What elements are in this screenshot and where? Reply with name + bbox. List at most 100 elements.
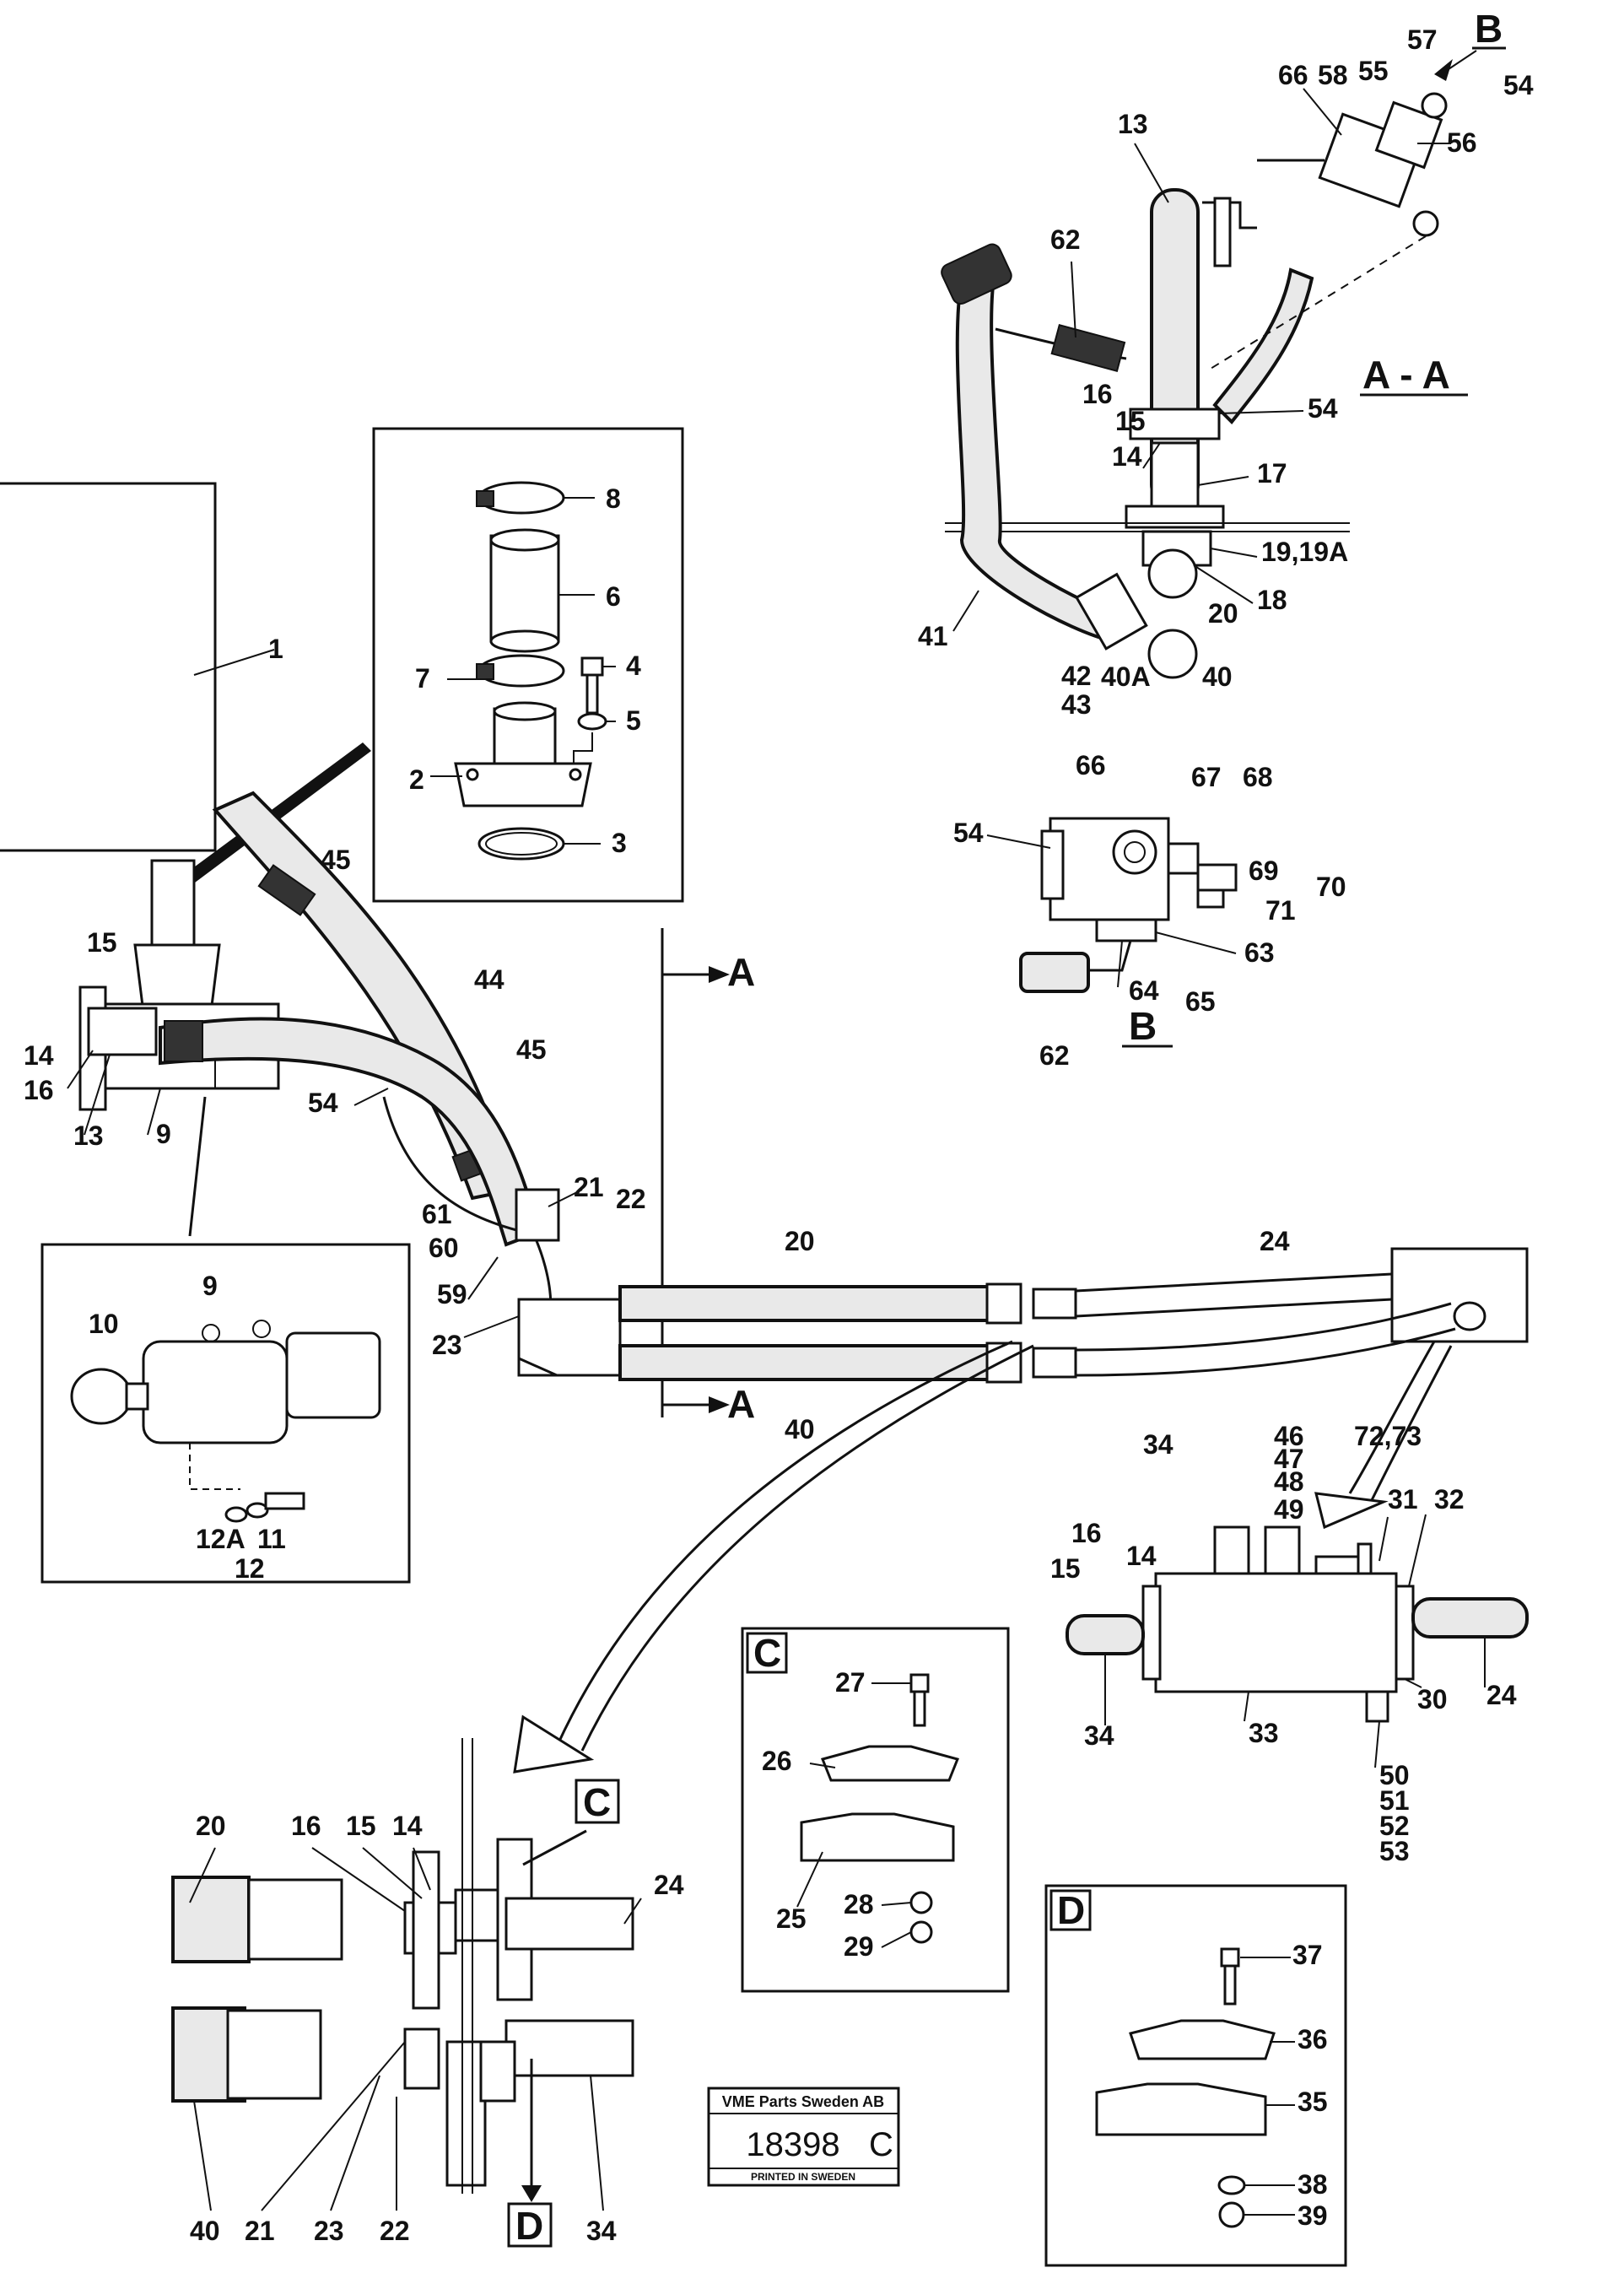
section-a-top: A xyxy=(727,950,755,994)
label-66-top: 66 xyxy=(1278,60,1308,90)
label-60: 60 xyxy=(429,1233,459,1263)
label-13-aa: 13 xyxy=(1118,109,1148,139)
label-16-coupling: 16 xyxy=(291,1811,321,1841)
label-30: 30 xyxy=(1417,1684,1448,1714)
label-56: 56 xyxy=(1447,127,1477,158)
coupling-detail xyxy=(171,1738,634,2202)
detail-d xyxy=(1044,1884,1347,2267)
plate-title: VME Parts Sweden AB xyxy=(722,2093,884,2110)
label-24-pipe: 24 xyxy=(1260,1226,1290,1256)
section-b-top: B xyxy=(1475,7,1503,51)
label-19-19a: 19,19A xyxy=(1261,537,1348,567)
detail-c-callout: C xyxy=(583,1780,611,1824)
label-68: 68 xyxy=(1243,762,1273,792)
label-40-aa: 40 xyxy=(1202,661,1233,692)
label-34-coupling: 34 xyxy=(586,2216,617,2246)
hose-routing xyxy=(159,791,583,1325)
plate-number: 18398 xyxy=(746,2126,839,2163)
label-66-viewb: 66 xyxy=(1076,750,1106,780)
label-69: 69 xyxy=(1249,856,1279,886)
label-1: 1 xyxy=(268,634,283,664)
pump-detail xyxy=(40,1243,411,1584)
label-71: 71 xyxy=(1265,895,1296,926)
label-42: 42 xyxy=(1061,661,1092,691)
label-8: 8 xyxy=(606,483,621,514)
label-54-viewb: 54 xyxy=(953,818,984,848)
label-51: 51 xyxy=(1379,1785,1410,1816)
label-61: 61 xyxy=(422,1199,452,1229)
label-7: 7 xyxy=(415,663,430,694)
label-9-detail: 9 xyxy=(202,1271,218,1301)
label-15-valve: 15 xyxy=(1050,1553,1081,1584)
plate-suffix: C xyxy=(869,2126,893,2163)
part-number-plate: VME Parts Sweden AB 18398 C PRINTED IN S… xyxy=(707,2087,900,2187)
label-34-pipe: 34 xyxy=(1143,1429,1173,1460)
label-14-aa: 14 xyxy=(1112,441,1142,472)
label-16-aa: 16 xyxy=(1082,379,1113,409)
label-21-coupling: 21 xyxy=(245,2216,275,2246)
label-16-pump: 16 xyxy=(24,1075,54,1105)
label-36: 36 xyxy=(1298,2024,1328,2054)
label-44: 44 xyxy=(474,964,504,995)
label-18: 18 xyxy=(1257,585,1287,615)
valve-b-top xyxy=(1206,50,1477,372)
label-11: 11 xyxy=(257,1524,286,1554)
label-4: 4 xyxy=(626,651,641,681)
label-40-pipe: 40 xyxy=(785,1414,815,1444)
section-aa-title: A - A xyxy=(1362,353,1450,397)
label-45-top: 45 xyxy=(321,845,351,875)
label-59: 59 xyxy=(437,1279,467,1309)
label-20-aa: 20 xyxy=(1208,598,1238,629)
label-46: 46 xyxy=(1274,1421,1304,1451)
label-62-viewb: 62 xyxy=(1039,1040,1070,1071)
label-54-hose: 54 xyxy=(308,1088,338,1118)
label-15-pump: 15 xyxy=(87,927,117,958)
label-20-pipe: 20 xyxy=(785,1226,815,1256)
label-10: 10 xyxy=(89,1309,119,1339)
label-14-coupling: 14 xyxy=(392,1811,423,1841)
label-28: 28 xyxy=(844,1889,874,1919)
section-letters: A A A - A B B C C D D xyxy=(507,7,1506,2248)
label-33: 33 xyxy=(1249,1718,1279,1748)
label-70: 70 xyxy=(1316,872,1346,902)
label-23-valve: 23 xyxy=(432,1330,462,1360)
label-62-aa: 62 xyxy=(1050,224,1081,255)
main-pipes xyxy=(513,1247,1529,1774)
label-6: 6 xyxy=(606,581,621,612)
section-line-a xyxy=(661,928,730,1417)
label-35: 35 xyxy=(1298,2087,1328,2117)
label-25: 25 xyxy=(776,1903,807,1934)
label-64: 64 xyxy=(1129,975,1159,1006)
label-39: 39 xyxy=(1298,2200,1328,2231)
label-16-valve: 16 xyxy=(1071,1518,1102,1548)
label-23-coupling: 23 xyxy=(314,2216,344,2246)
label-27: 27 xyxy=(835,1667,866,1698)
leader-lines xyxy=(67,88,1486,2216)
label-45-mid: 45 xyxy=(516,1034,547,1065)
label-2: 2 xyxy=(409,764,424,795)
label-31: 31 xyxy=(1388,1484,1418,1514)
label-38: 38 xyxy=(1298,2169,1328,2200)
label-3: 3 xyxy=(612,828,627,858)
section-a-bottom: A xyxy=(727,1382,755,1426)
detail-d-callout: D xyxy=(515,2204,543,2248)
label-58: 58 xyxy=(1318,60,1348,90)
label-50: 50 xyxy=(1379,1760,1410,1790)
label-5: 5 xyxy=(626,705,641,736)
label-12: 12 xyxy=(235,1553,265,1584)
label-37: 37 xyxy=(1292,1940,1323,1970)
label-57: 57 xyxy=(1407,24,1438,55)
label-40-coupling: 40 xyxy=(190,2216,220,2246)
label-24-valve: 24 xyxy=(1486,1680,1517,1710)
label-72-73: 72,73 xyxy=(1354,1421,1422,1451)
label-15-aa: 15 xyxy=(1115,406,1146,436)
valve-33 xyxy=(1066,1525,1529,1723)
label-43: 43 xyxy=(1061,689,1092,720)
label-21-valve: 21 xyxy=(574,1172,604,1202)
label-14-valve: 14 xyxy=(1126,1541,1157,1571)
label-20-coupling: 20 xyxy=(196,1811,226,1841)
label-54-aa: 54 xyxy=(1308,393,1338,424)
label-53: 53 xyxy=(1379,1836,1410,1866)
detail-c-letter: C xyxy=(753,1631,781,1675)
section-aa-view xyxy=(941,159,1350,679)
